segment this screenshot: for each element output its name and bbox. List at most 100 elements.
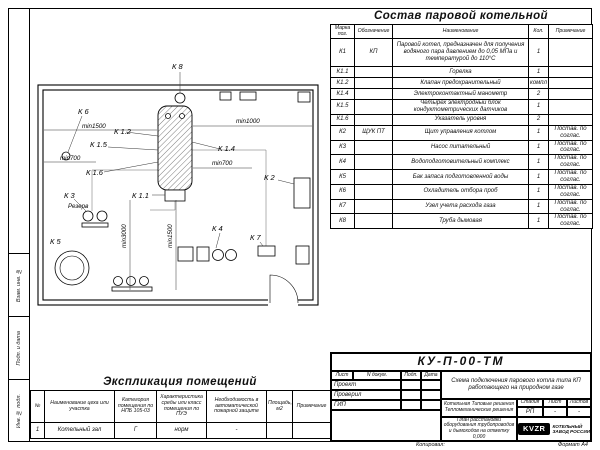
door-opening <box>268 274 299 307</box>
empty-cell <box>331 410 441 441</box>
col-podp: Подп. <box>401 371 421 380</box>
equipment-row: К1 КП Паровой котел, предназначен для по… <box>330 38 593 67</box>
cell-mark: К4 <box>330 154 355 171</box>
explication-title: Экспликация помещений <box>103 376 257 388</box>
col-list: Лист <box>331 371 353 380</box>
frame-margin-column: Взам. инв. № Подп. и дата Инв. № подл. <box>8 8 30 442</box>
cell-mark: К1.4 <box>330 88 355 100</box>
cell-qty: компл <box>528 77 549 89</box>
plan-label-k4: К 4 <box>212 224 223 233</box>
cell-mark: К1.6 <box>330 113 355 126</box>
room-walls <box>37 84 319 306</box>
equipment-table: Марка поз. Обозначение Наименование Кол.… <box>330 24 593 230</box>
cell-code <box>354 183 393 200</box>
cell-note: Постав. по соглас. <box>548 154 593 171</box>
equipment-row: К1.4 Электроконтактный манометр 2 <box>330 88 593 100</box>
cell-mark: К5 <box>330 169 355 185</box>
header-qty: Кол. <box>528 24 549 39</box>
equipment-row: К1.1 Горелка 1 <box>330 66 593 78</box>
plan-label-reserve: Резерв <box>68 203 89 210</box>
cell-name: Электроконтактный манометр <box>392 88 529 100</box>
header-fire: Необходимость в автоматической пожарной … <box>206 390 267 423</box>
document-subject: Схема подключения парового котла типа КП… <box>441 371 591 399</box>
cell-note: Постав. по соглас. <box>548 198 593 215</box>
plan-label-k6: К 6 <box>78 107 90 116</box>
cell-name: Водоподготовительный комплекс <box>392 154 529 171</box>
cell-note <box>548 99 593 115</box>
equipment-row: К2 ЩУК ПТ Щит управления котлом 1 Постав… <box>330 124 593 141</box>
copied-label: Копировал: <box>416 442 445 448</box>
empty-cell <box>421 390 441 400</box>
explication-section: № Наименование цеха или участка Категори… <box>30 390 331 439</box>
plan-label-k15: К 1.5 <box>90 140 108 149</box>
cell-name: Паровой котел, предназначен для получени… <box>392 38 529 67</box>
plan-dim-right-700: min700 <box>212 160 233 167</box>
frame-cell: Взам. инв. № <box>9 253 29 316</box>
doc-number: КУ-П-00-ТМ <box>331 353 591 371</box>
cell-note <box>292 422 331 439</box>
plan-label-k3: К 3 <box>64 191 76 200</box>
plan-label-k11: К 1.1 <box>132 191 149 200</box>
cell-qty: 1 <box>528 139 549 156</box>
cell-note <box>548 113 593 126</box>
equipment-row: К1.6 Указатель уровня 2 <box>330 113 593 126</box>
sheets-value: - <box>567 407 591 417</box>
plan-dim-vert-3000: min3000 <box>121 224 128 248</box>
equipment-row: К1.2 Клапан предохранительный компл <box>330 77 593 89</box>
cell-qty: 2 <box>528 113 549 126</box>
explication-row: 1 Котельный зал Г норм - <box>30 422 331 439</box>
cell-code <box>354 88 393 100</box>
frame-label-vzam: Взам. инв. № <box>16 267 22 303</box>
frame-cell: Подп. и дата <box>9 316 29 379</box>
equipment-row: К1.5 Четырех электродный блок кондуктоме… <box>330 99 593 115</box>
cell-note: Постав. по соглас. <box>548 183 593 200</box>
col-data: Дата <box>421 371 441 380</box>
cell-mark: К8 <box>330 213 355 230</box>
gas-meter-k7 <box>257 241 276 257</box>
header-note: Примечание <box>292 390 331 423</box>
sheets-label: Листов <box>567 399 591 407</box>
cell-qty: 1 <box>528 213 549 230</box>
cell-code <box>354 213 393 230</box>
cell-name: Указатель уровня <box>392 113 529 126</box>
object-name: Котельная Типовые решения Тепломеханичес… <box>441 399 517 417</box>
cell-code <box>354 139 393 156</box>
sample-cooler-k6 <box>61 115 83 161</box>
cell-note: Постав. по соглас. <box>548 213 593 230</box>
company-name: КОТЕЛЬНЫЙ ЗАВОД РОССИИ <box>552 424 589 435</box>
cell-name: Щит управления котлом <box>392 124 529 141</box>
equipment-table-title: Состав паровой котельной <box>374 10 548 22</box>
frame-label-inv: Инв. № подл. <box>16 393 22 429</box>
header-area: Площадь, м2 <box>266 390 293 423</box>
col-ndocum: N докум. <box>353 371 401 380</box>
cell-mark: К1 <box>330 38 355 67</box>
company-line-1: КОТЕЛЬНЫЙ <box>552 423 583 429</box>
cell-code <box>354 77 393 89</box>
control-panel-k2 <box>277 177 311 209</box>
cell-pue: норм <box>156 422 207 439</box>
header-room-name: Наименование цеха или участка <box>44 390 115 423</box>
cell-mark: К6 <box>330 183 355 200</box>
cell-name: Узел учета расхода газа <box>392 198 529 215</box>
equipment-row: К6 Охладитель отбора проб 1 Постав. по с… <box>330 183 593 200</box>
format-label: Формат А4 <box>557 442 588 448</box>
cell-note: Постав. по соглас. <box>548 169 593 185</box>
header-num: № <box>30 390 45 423</box>
stage-value: РП <box>517 407 543 417</box>
empty-cell <box>401 380 421 390</box>
cell-area <box>266 422 293 439</box>
cell-code: ЩУК ПТ <box>354 124 393 141</box>
cell-note: Постав. по соглас. <box>548 139 593 156</box>
equipment-row: К5 Бак запаса подготовленной воды 1 Пост… <box>330 169 593 185</box>
object-line-1: Котельная Типовые решения <box>444 401 514 408</box>
plan-label-k16: К 1.6 <box>86 168 104 177</box>
cell-mark: К7 <box>330 198 355 215</box>
stage-label: Стадия <box>517 399 543 407</box>
leader-lines <box>103 131 221 173</box>
cell-name: Насос питательный <box>392 139 529 156</box>
equipment-row: К7 Узел учета расхода газа 1 Постав. по … <box>330 198 593 215</box>
cell-npb: Г <box>114 422 157 439</box>
empty-cell <box>421 400 441 410</box>
equipment-row: К4 Водоподготовительный комплекс 1 Поста… <box>330 154 593 171</box>
plan-dim-vert-1500: min1500 <box>167 224 174 248</box>
